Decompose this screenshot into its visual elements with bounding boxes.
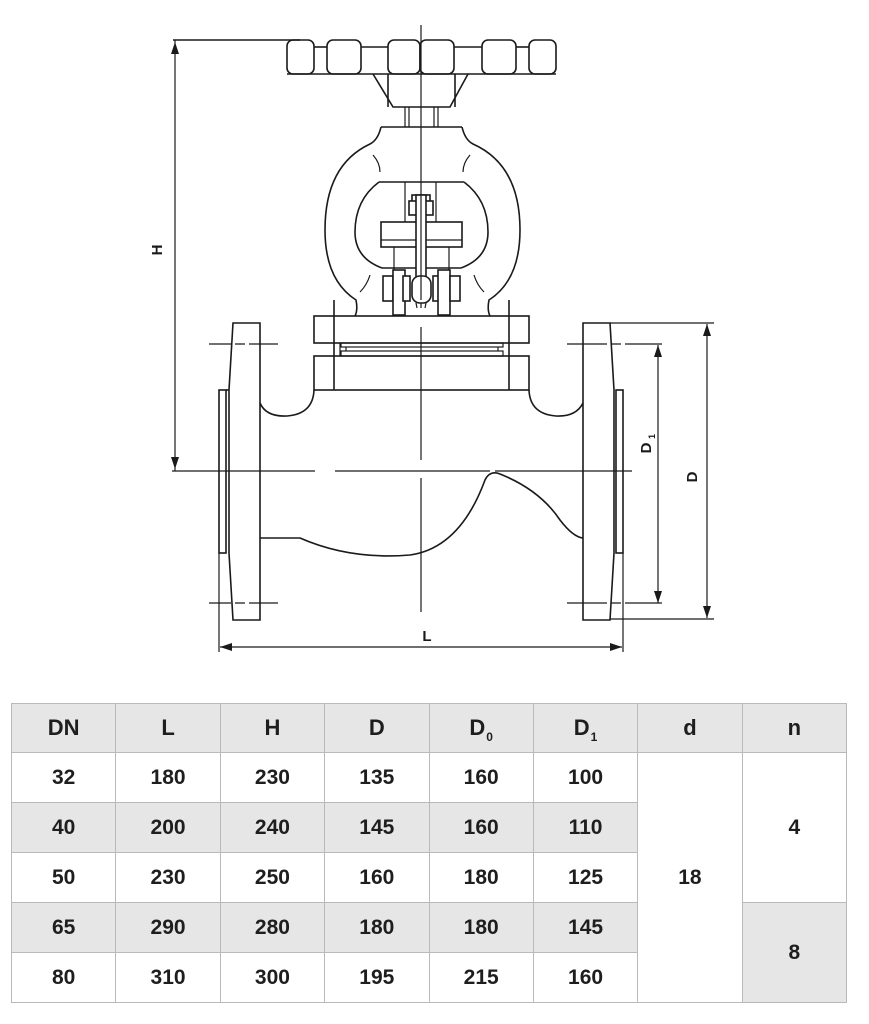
- cell-h: 230: [219, 752, 326, 803]
- cell-d1: 145: [532, 902, 639, 953]
- cell-d1: 110: [532, 802, 639, 853]
- cell-d0: 160: [428, 752, 534, 803]
- yoke: [324, 126, 521, 317]
- cell-d: 145: [324, 802, 430, 853]
- dimension-label-h: H: [149, 245, 166, 256]
- handwheel: [173, 39, 557, 127]
- cell-h: 250: [219, 852, 326, 903]
- dimension-d1: D 1: [638, 345, 662, 603]
- dimension-table: DN L H D D0 D1 d n 32 180 230 135 160 10…: [10, 703, 848, 1003]
- cell-l: 290: [115, 902, 221, 953]
- dimension-h: H: [149, 40, 179, 471]
- cell-d: 195: [324, 952, 430, 1003]
- cell-d: 135: [324, 752, 430, 803]
- header-bolt-hole-d: d: [637, 703, 743, 753]
- cell-bolt-count-n-group-1: 4: [741, 752, 848, 903]
- dimension-label-d: D: [684, 471, 701, 482]
- cell-d0: 180: [428, 902, 534, 953]
- cell-h: 300: [219, 952, 326, 1003]
- header-h: H: [219, 703, 326, 753]
- cell-d0: 160: [428, 802, 534, 853]
- dimension-d: D: [610, 322, 714, 620]
- header-dn: DN: [10, 703, 117, 753]
- cell-bolt-hole-d-merged: 18: [637, 752, 743, 1003]
- dimension-label-l: L: [422, 628, 431, 645]
- cell-d1: 125: [532, 852, 639, 903]
- cell-dn: 40: [10, 802, 117, 853]
- header-d0: D0: [428, 703, 534, 753]
- table-row: 40 200 240 145 160 110: [10, 802, 847, 853]
- header-d0-subscript: 0: [486, 730, 493, 744]
- valve-technical-drawing: H L D 1 D: [149, 25, 714, 652]
- cell-d0: 180: [428, 852, 534, 903]
- cell-l: 200: [115, 802, 221, 853]
- cell-bolt-count-n-group-2: 8: [741, 902, 848, 1003]
- cell-dn: 32: [10, 752, 117, 803]
- cell-l: 230: [115, 852, 221, 903]
- cell-l: 180: [115, 752, 221, 803]
- table-row: 65 290 280 180 180 145 8: [10, 902, 848, 1003]
- table-row: 50 230 250 160 180 125: [10, 852, 847, 903]
- header-bolt-count-n: n: [741, 703, 848, 753]
- header-l: L: [115, 703, 221, 753]
- header-d1-subscript: 1: [590, 730, 598, 744]
- cell-d: 160: [324, 852, 430, 903]
- cell-dn: 50: [10, 852, 117, 903]
- cell-d1: 160: [532, 952, 639, 1003]
- cell-d: 180: [324, 902, 430, 953]
- cell-h: 240: [219, 802, 326, 853]
- cell-dn: 80: [10, 952, 117, 1003]
- dimension-l: L: [218, 553, 624, 652]
- table-row: 80 310 300 195 215 160: [10, 952, 847, 1003]
- cell-dn: 65: [10, 902, 117, 953]
- header-d1: D1: [532, 703, 639, 753]
- table-header-row: DN L H D D0 D1 d n: [10, 703, 848, 753]
- cell-l: 310: [115, 952, 221, 1003]
- center-lines: [172, 25, 632, 612]
- dimension-label-d1-subscript: 1: [647, 434, 657, 439]
- table-row: 32 180 230 135 160 100 18 4: [10, 752, 848, 1003]
- cell-d1: 100: [532, 752, 639, 803]
- header-d: D: [324, 703, 430, 753]
- dimension-label-d1: D: [638, 442, 655, 453]
- cell-d0: 215: [428, 952, 534, 1003]
- cell-h: 280: [219, 902, 326, 953]
- bonnet-flange: [313, 300, 530, 391]
